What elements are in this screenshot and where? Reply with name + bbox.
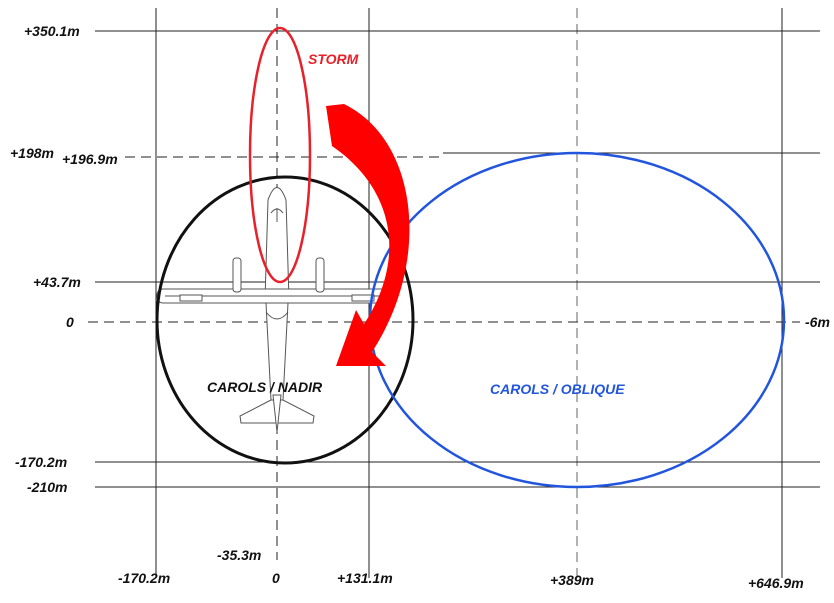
right-edge-label: -6m xyxy=(805,314,830,330)
y-label-198: +198m xyxy=(10,145,54,161)
storm-label: STORM xyxy=(308,51,359,67)
x-label-minus-170: -170.2m xyxy=(118,570,170,586)
x-label-131: +131.1m xyxy=(337,570,393,586)
y-label-minus-170: -170.2m xyxy=(15,454,67,470)
y-label-350: +350.1m xyxy=(24,23,80,39)
rotation-arrow-icon xyxy=(326,104,410,366)
y-label-43: +43.7m xyxy=(33,274,81,290)
y-label-minus-210: -210m xyxy=(27,479,67,495)
x-label-646: +646.9m xyxy=(748,575,804,591)
aircraft-icon xyxy=(156,187,398,433)
oblique-label: CAROLS / OBLIQUE xyxy=(490,381,625,397)
y-label-196: +196.9m xyxy=(62,151,118,167)
nadir-label: CAROLS / NADIR xyxy=(207,379,323,395)
x-label-389: +389m xyxy=(550,572,594,588)
x-label-minus-35: -35.3m xyxy=(217,547,261,563)
y-label-0: 0 xyxy=(66,314,74,330)
x-label-0: 0 xyxy=(272,570,280,586)
storm-footprint xyxy=(248,26,312,284)
nadir-footprint xyxy=(155,175,415,465)
